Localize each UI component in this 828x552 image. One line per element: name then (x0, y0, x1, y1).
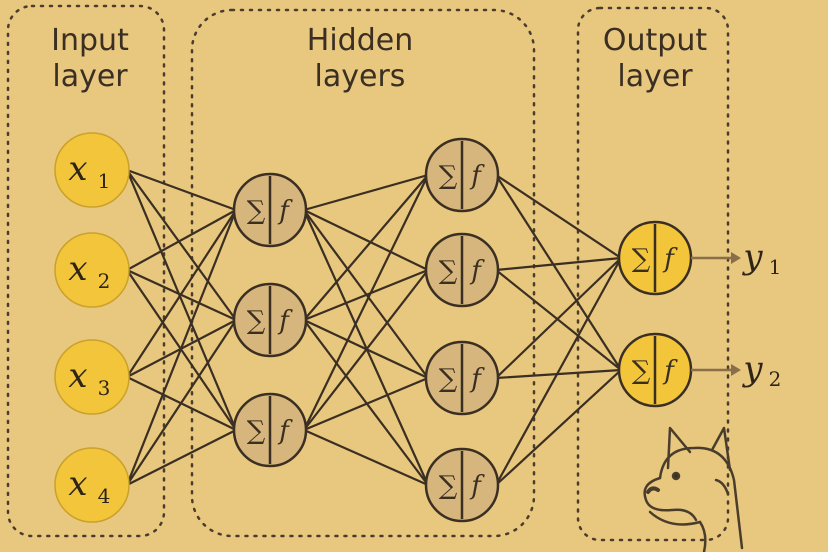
connection-l0-3-2 (126, 429, 237, 486)
connection-l1-1-1 (303, 268, 429, 322)
connection-l2-3-0 (495, 257, 622, 486)
connection-l0-3-0 (125, 209, 238, 486)
output-arrowhead-2 (731, 364, 741, 376)
input-node-2-var: x (68, 249, 87, 289)
input-node-1-circle (54, 132, 130, 208)
input-node-4-var: x (68, 464, 87, 504)
connection-l1-0-0 (303, 173, 429, 212)
connection-l0-0-2 (125, 169, 238, 431)
connection-l1-1-0 (303, 174, 429, 321)
output-node-2: ∑f (617, 332, 693, 408)
connection-l1-1-3 (303, 319, 429, 486)
hidden-node-l1-1-sum-symbol: ∑ (247, 196, 266, 226)
output-layer-label-line1: Output (603, 23, 707, 58)
connection-l1-2-0 (303, 174, 429, 431)
input-node-2-circle (54, 232, 130, 308)
connections (125, 168, 622, 487)
hidden-node-l2-4: ∑f (424, 447, 500, 523)
connection-l0-0-1 (126, 169, 237, 321)
input-layer-label-line2: layer (52, 59, 128, 94)
output-sub-2: 2 (769, 367, 782, 391)
input-layer-box (6, 4, 166, 538)
input-node-1-var: x (68, 149, 87, 189)
output-var-2: y (741, 349, 763, 389)
hidden-node-l2-1-sum-symbol: ∑ (439, 161, 458, 191)
hidden-layers-label-line2: layers (315, 59, 406, 94)
input-node-3-sub: 3 (98, 376, 111, 400)
connection-l1-2-2 (303, 376, 429, 432)
input-layer-label-line1: Input (51, 23, 129, 58)
output-layer-box (576, 6, 730, 542)
hidden-layers-box (190, 8, 536, 538)
connection-l0-1-0 (126, 209, 237, 271)
connection-l2-2-0 (495, 257, 622, 379)
dog-icon (643, 426, 744, 552)
hidden-node-l1-2-sum-symbol: ∑ (247, 306, 266, 336)
connection-l0-2-0 (126, 209, 237, 378)
hidden-node-l1-3: ∑f (232, 392, 308, 468)
connection-l1-0-1 (303, 209, 429, 271)
input-node-3-circle (54, 339, 130, 415)
input-node-4-circle (54, 447, 130, 523)
connection-l2-3-1 (495, 369, 622, 486)
connection-l1-0-3 (302, 209, 430, 486)
connection-l0-0-0 (126, 168, 237, 212)
hidden-node-l2-2: ∑f (424, 232, 500, 308)
connection-l2-1-0 (495, 256, 622, 272)
connection-l0-3-1 (126, 319, 237, 486)
output-layer-label-line2: layer (617, 59, 693, 94)
hidden-layers-label-line1: Hidden (307, 23, 413, 58)
input-node-2-sub: 2 (98, 269, 111, 293)
output-node-1-sum-symbol: ∑ (632, 244, 651, 274)
output-node-1: ∑f (617, 220, 693, 296)
hidden-node-l2-4-sum-symbol: ∑ (439, 471, 458, 501)
hidden-node-l2-2-sum-symbol: ∑ (439, 256, 458, 286)
output-arrowhead-1 (731, 252, 741, 264)
output-sub-1: 1 (769, 255, 782, 279)
hidden-node-l2-1: ∑f (424, 137, 500, 213)
input-node-1-sub: 1 (98, 169, 111, 193)
output-node-2-sum-symbol: ∑ (632, 356, 651, 386)
hidden-node-l1-2: ∑f (232, 282, 308, 358)
output-var-1: y (741, 237, 763, 277)
connection-l1-2-3 (303, 428, 429, 487)
connection-l2-0-1 (495, 174, 622, 371)
connection-l2-0-0 (495, 174, 622, 259)
connection-l2-1-1 (495, 269, 622, 371)
hidden-node-l2-3-sum-symbol: ∑ (439, 364, 458, 394)
hidden-node-l1-1: ∑f (232, 172, 308, 248)
connection-l2-2-1 (495, 368, 622, 380)
hidden-node-l2-3: ∑f (424, 340, 500, 416)
hidden-node-l1-3-sum-symbol: ∑ (247, 416, 266, 446)
connection-l1-2-1 (303, 269, 429, 431)
input-node-3-var: x (68, 356, 87, 396)
input-node-4-sub: 4 (98, 484, 111, 508)
